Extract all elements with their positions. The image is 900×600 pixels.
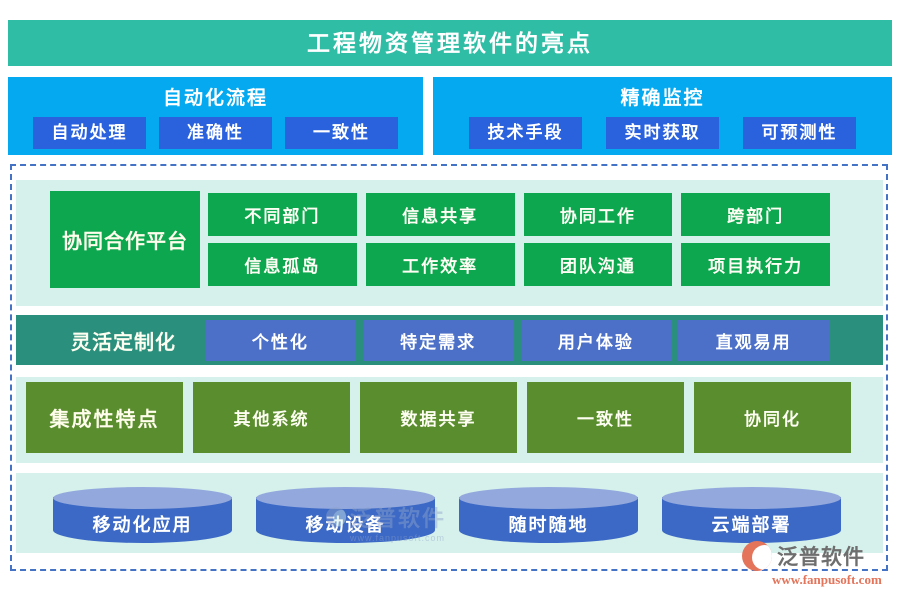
chip-collaborative-work[interactable]: 协同工作	[523, 193, 673, 236]
chip-realtime-acquisition[interactable]: 实时获取	[606, 117, 719, 149]
chip-cross-department[interactable]: 跨部门	[681, 193, 830, 236]
panel-monitoring: 精确监控 技术手段 实时获取 可预测性	[433, 77, 892, 155]
chip-information-sharing[interactable]: 信息共享	[365, 193, 515, 236]
chip-work-efficiency[interactable]: 工作效率	[365, 243, 515, 286]
mobility-cylinders: 移动化应用 移动设备 随时随地 云端部署	[53, 487, 841, 543]
chip-consistency-integration[interactable]: 一致性	[527, 382, 684, 453]
collaboration-label-block: 协同合作平台	[50, 191, 200, 288]
panel-automation-buttons: 自动处理 准确性 一致性	[8, 117, 423, 149]
collaboration-grid-row-1: 不同部门 信息共享 协同工作 跨部门	[208, 193, 830, 236]
chip-specific-needs[interactable]: 特定需求	[362, 320, 514, 361]
chip-user-experience[interactable]: 用户体验	[520, 320, 672, 361]
collaboration-grid: 不同部门 信息共享 协同工作 跨部门 信息孤岛 工作效率 团队沟通 项目执行力	[208, 193, 830, 293]
chip-other-systems[interactable]: 其他系统	[193, 382, 350, 453]
mobility-band: 泛普软件 www.fanpusoft.com 移动化应用 移动设备 随时随地	[16, 473, 883, 553]
chip-information-silos[interactable]: 信息孤岛	[208, 243, 357, 286]
vendor-logo-line: 泛普软件	[742, 541, 894, 571]
chip-technical-means[interactable]: 技术手段	[469, 117, 582, 149]
integration-label-block: 集成性特点	[26, 382, 183, 453]
chip-data-sharing[interactable]: 数据共享	[360, 382, 517, 453]
panel-automation-title: 自动化流程	[162, 88, 268, 109]
chip-consistency[interactable]: 一致性	[285, 117, 398, 149]
vendor-logo[interactable]: 泛普软件 www.fanpusoft.com	[742, 541, 894, 588]
integration-band: 集成性特点 其他系统 数据共享 一致性 协同化	[16, 377, 883, 463]
chip-project-execution[interactable]: 项目执行力	[681, 243, 830, 286]
chip-different-departments[interactable]: 不同部门	[208, 193, 357, 236]
integration-blocks: 集成性特点 其他系统 数据共享 一致性 协同化	[26, 382, 851, 453]
cylinder-cloud-deployment: 云端部署	[662, 487, 841, 543]
chip-team-communication[interactable]: 团队沟通	[523, 243, 673, 286]
panel-monitoring-buttons: 技术手段 实时获取 可预测性	[433, 117, 892, 149]
chip-intuitive-easy-use[interactable]: 直观易用	[678, 320, 829, 361]
chip-auto-processing[interactable]: 自动处理	[33, 117, 146, 149]
panel-monitoring-title: 精确监控	[620, 88, 705, 109]
chip-personalization[interactable]: 个性化	[205, 320, 356, 361]
chip-accuracy[interactable]: 准确性	[159, 117, 272, 149]
customization-band: 灵活定制化 个性化 特定需求 用户体验 直观易用	[16, 315, 883, 365]
vendor-brand: 泛普软件	[777, 546, 865, 569]
cylinder-top-ellipse	[53, 487, 232, 509]
chip-synergy[interactable]: 协同化	[694, 382, 851, 453]
page-title: 工程物资管理软件的亮点	[8, 20, 892, 66]
customization-buttons: 个性化 特定需求 用户体验 直观易用	[205, 320, 829, 361]
cylinder-top-ellipse	[256, 487, 435, 509]
collaboration-band: 协同合作平台 不同部门 信息共享 协同工作 跨部门 信息孤岛 工作效率 团队沟通…	[16, 180, 883, 306]
cylinder-top-ellipse	[662, 487, 841, 509]
panel-automation: 自动化流程 自动处理 准确性 一致性	[8, 77, 423, 155]
customization-label: 灵活定制化	[71, 331, 176, 354]
cylinder-top-ellipse	[459, 487, 638, 509]
chip-predictability[interactable]: 可预测性	[743, 117, 856, 149]
vendor-url[interactable]: www.fanpusoft.com	[772, 572, 882, 587]
cylinder-anytime-anywhere: 随时随地	[459, 487, 638, 543]
fanpu-logo-icon	[742, 541, 772, 571]
cylinder-mobile-application: 移动化应用	[53, 487, 232, 543]
features-dashed-container: 协同合作平台 不同部门 信息共享 协同工作 跨部门 信息孤岛 工作效率 团队沟通…	[10, 164, 888, 571]
cylinder-mobile-devices: 移动设备	[256, 487, 435, 543]
collaboration-grid-row-2: 信息孤岛 工作效率 团队沟通 项目执行力	[208, 243, 830, 286]
